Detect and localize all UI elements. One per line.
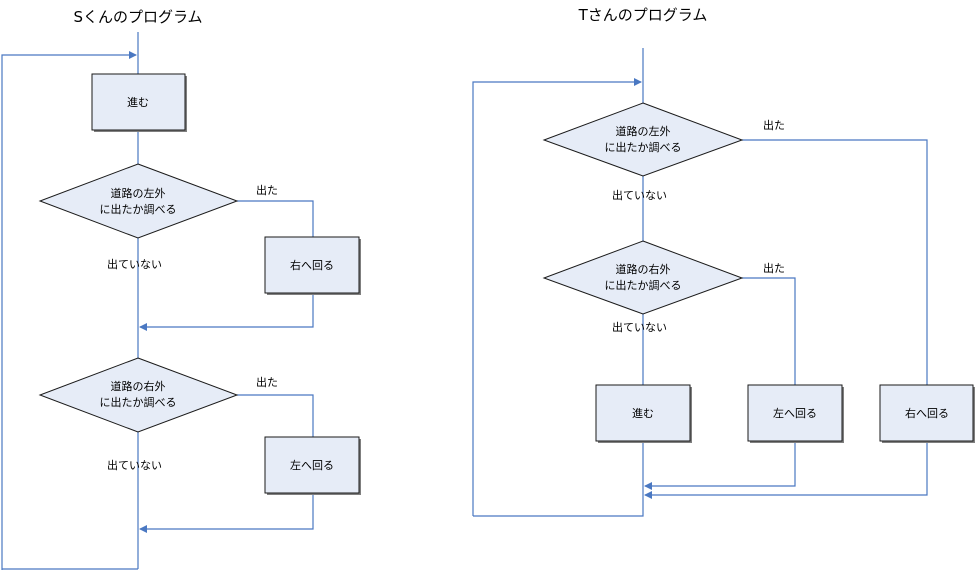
s-loop-back-line (1, 51, 137, 570)
s-turn-right-box: 右へ回る (264, 236, 361, 295)
t-check-left-no-label: 出ていない (612, 188, 667, 202)
s-check-left-yes-line (237, 200, 314, 237)
s-program-diagram: Sくんのプログラム 進む 道路の左外 に出たか調べる 出た 出ていない (1, 8, 361, 570)
s-check-right-yes-label: 出た (256, 375, 278, 389)
s-advance-box: 進む (91, 73, 187, 132)
s-turn-left-label: 左へ回る (290, 459, 334, 472)
s-check-left-line2: に出たか調べる (100, 202, 177, 216)
t-check-right-no-label: 出ていない (612, 320, 667, 334)
s-check-left-decision: 道路の左外 に出たか調べる (38, 163, 239, 239)
s-check-right-decision: 道路の右外 に出たか調べる (38, 357, 239, 433)
s-check-right-line1: 道路の右外 (111, 379, 166, 393)
t-program-title: Tさんのプログラム (578, 6, 708, 24)
s-check-right-no-label: 出ていない (107, 458, 162, 472)
s-turn-left-return-line (139, 494, 314, 533)
s-check-left-line1: 道路の左外 (111, 186, 166, 200)
s-turn-right-return-line (139, 294, 314, 331)
s-turn-left-box: 左へ回る (264, 436, 361, 495)
s-check-right-line2: に出たか調べる (100, 395, 177, 409)
t-advance-box: 進む (595, 384, 692, 443)
t-check-left-line2: に出たか調べる (605, 140, 682, 154)
t-check-right-yes-label: 出た (763, 261, 785, 275)
t-check-left-yes-line (742, 139, 928, 385)
s-turn-right-label: 右へ回る (290, 258, 334, 272)
t-advance-label: 進む (632, 407, 654, 420)
s-check-left-no-label: 出ていない (107, 257, 162, 271)
t-turn-right-box: 右へ回る (879, 384, 975, 443)
s-check-right-yes-line (237, 394, 314, 437)
t-turn-left-return-line (644, 442, 796, 490)
t-check-right-decision: 道路の右外 に出たか調べる (542, 240, 744, 315)
t-check-right-line1: 道路の右外 (616, 262, 671, 276)
t-check-right-yes-line (742, 277, 796, 385)
t-turn-right-label: 右へ回る (905, 406, 949, 420)
t-check-left-decision: 道路の左外 に出たか調べる (542, 102, 744, 177)
t-check-left-yes-label: 出た (763, 118, 785, 132)
s-check-left-yes-label: 出た (256, 183, 278, 197)
t-turn-right-return-line (644, 442, 928, 499)
t-check-left-line1: 道路の左外 (616, 124, 671, 138)
s-program-title: Sくんのプログラム (73, 8, 202, 26)
t-turn-left-box: 左へ回る (747, 384, 844, 443)
t-loop-back-line (472, 78, 642, 516)
t-turn-left-label: 左へ回る (773, 407, 817, 420)
t-advance-to-loop-line (473, 442, 644, 517)
s-advance-label: 進む (127, 96, 149, 109)
t-check-right-line2: に出たか調べる (605, 278, 682, 292)
t-program-diagram: Tさんのプログラム 道路の左外 に出たか調べる 出た 出ていない 道路の右外 に… (472, 6, 975, 517)
